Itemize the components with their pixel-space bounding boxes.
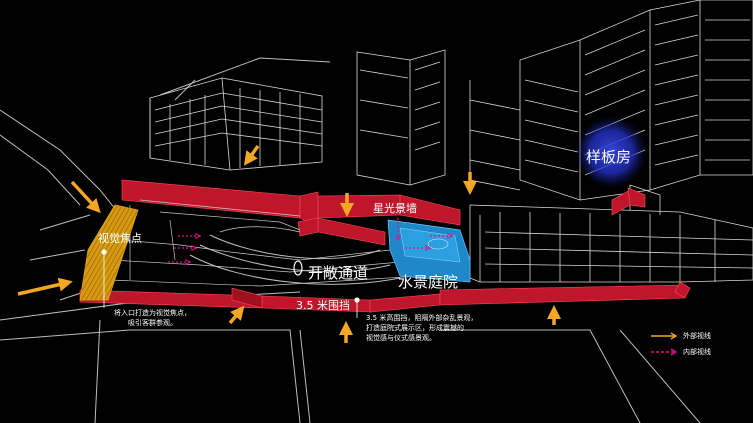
- legend-internal: 内部视线: [649, 344, 739, 360]
- red-perimeter-walls: [79, 179, 691, 313]
- passage-marker-icon: [293, 260, 303, 276]
- note-focus-line-2: 吸引客群参观。: [128, 319, 177, 327]
- right-tower: [469, 0, 753, 201]
- internal-sightline-arrows: [168, 218, 450, 262]
- visual-focus-entrance: [79, 204, 139, 301]
- note-wall: 3.5 米高围挡，阻隔外部杂乱景观， 打造庭院式展示区，形成震撼的 视觉感与仪式…: [366, 313, 477, 343]
- legend-external-arrow-icon: [651, 332, 678, 340]
- label-wall-height: 3.5 米围挡: [296, 299, 350, 312]
- arrow-external-2: [17, 277, 73, 296]
- arrow-external-3: [243, 144, 260, 166]
- left-office-building: [149, 77, 323, 171]
- sightline-legend: 外部视线 内部视线: [649, 328, 739, 360]
- right-low-building: [469, 184, 753, 283]
- annotation-leaders: [101, 249, 360, 318]
- note-visual-focus: 将入口打造为视觉焦点， 吸引客群参观。: [114, 308, 191, 328]
- label-water-courtyard: 水景庭院: [398, 273, 459, 291]
- note-wall-line-1: 3.5 米高围挡，阻隔外部杂乱景观，: [366, 314, 478, 322]
- sample-room-glow: [575, 116, 647, 188]
- note-wall-line-2: 打造庭院式展示区，形成震撼的: [366, 324, 464, 332]
- external-sightline-arrows: [17, 144, 561, 343]
- label-visual-focus: 视觉焦点: [98, 232, 142, 245]
- legend-internal-arrow-icon: [651, 348, 678, 356]
- note-focus-line-1: 将入口打造为视觉焦点，: [114, 309, 191, 317]
- ground-linework: [0, 57, 701, 423]
- arrow-external-7: [228, 305, 245, 325]
- legend-internal-label: 内部视线: [683, 348, 711, 356]
- label-star-wall: 星光景墙: [373, 202, 417, 215]
- legend-external-label: 外部视线: [683, 332, 711, 340]
- note-wall-line-3: 视觉感与仪式感景观。: [366, 334, 436, 342]
- arrow-external-1: [70, 180, 101, 214]
- legend-external: 外部视线: [649, 328, 739, 344]
- middle-buildings: [356, 49, 446, 186]
- label-open-passage: 开敞通道: [308, 264, 369, 282]
- label-sample-room: 样板房: [586, 148, 632, 166]
